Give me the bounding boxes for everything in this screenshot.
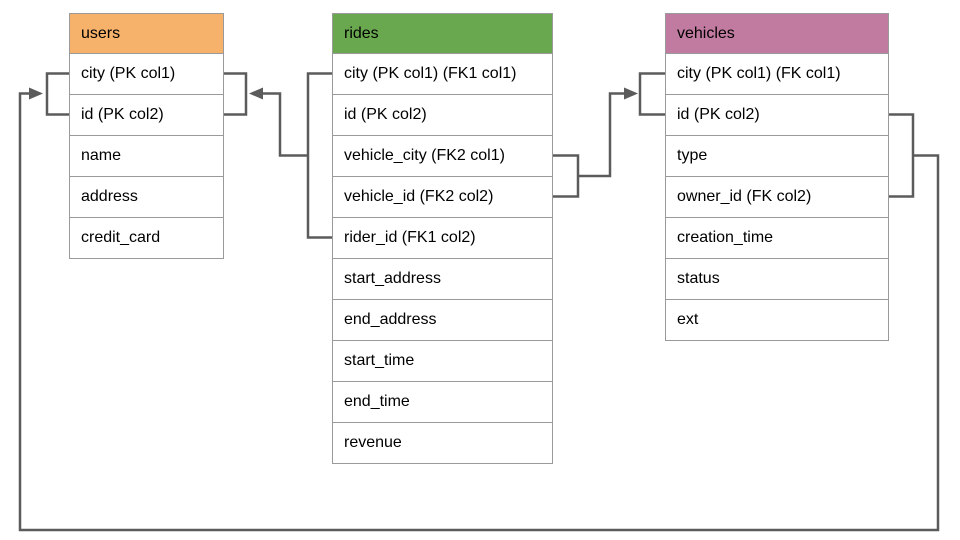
rides-to-users-arrow-line bbox=[261, 92, 308, 157]
rides-right-bracket bbox=[551, 154, 580, 198]
table-row: city (PK col1) (FK1 col1) bbox=[333, 53, 552, 94]
table-row: ext bbox=[666, 299, 888, 340]
table-row: end_time bbox=[333, 381, 552, 422]
table-row: status bbox=[666, 258, 888, 299]
table-row: start_address bbox=[333, 258, 552, 299]
table-row: id (PK col2) bbox=[70, 94, 223, 135]
rides-to-users-arrowhead-icon bbox=[249, 87, 263, 100]
table-row: city (PK col1) bbox=[70, 53, 223, 94]
table-row: type bbox=[666, 135, 888, 176]
table-row: address bbox=[70, 176, 223, 217]
vehicles-left-bracket bbox=[638, 72, 665, 116]
table-row: end_address bbox=[333, 299, 552, 340]
vehicles-to-users-arrow-line bbox=[18, 92, 940, 532]
table-row: id (PK col2) bbox=[666, 94, 888, 135]
table-row: city (PK col1) (FK col1) bbox=[666, 53, 888, 94]
table-row: vehicle_id (FK2 col2) bbox=[333, 176, 552, 217]
rides-to-vehicles-arrow-line bbox=[578, 92, 625, 178]
users-left-bracket bbox=[45, 72, 69, 116]
table-row: start_time bbox=[333, 340, 552, 381]
table-row: credit_card bbox=[70, 217, 223, 258]
table-header: rides bbox=[333, 14, 552, 53]
table-header: vehicles bbox=[666, 14, 888, 53]
vehicles-to-users-arrowhead-icon bbox=[29, 87, 43, 100]
rides-left-bracket bbox=[306, 72, 332, 239]
table-header: users bbox=[70, 14, 223, 53]
table-row: name bbox=[70, 135, 223, 176]
table-row: rider_id (FK1 col2) bbox=[333, 217, 552, 258]
table-row: revenue bbox=[333, 422, 552, 463]
vehicles-right-bracket bbox=[887, 113, 915, 198]
rides-to-vehicles-arrowhead-icon bbox=[624, 87, 638, 100]
table-row: vehicle_city (FK2 col1) bbox=[333, 135, 552, 176]
relationship-vehicles-to-users bbox=[18, 72, 940, 532]
table-row: id (PK col2) bbox=[333, 94, 552, 135]
table-row: creation_time bbox=[666, 217, 888, 258]
table-row: owner_id (FK col2) bbox=[666, 176, 888, 217]
relationship-rides-to-users bbox=[222, 72, 332, 239]
users-right-bracket bbox=[222, 72, 248, 116]
relationship-rides-to-vehicles bbox=[551, 72, 665, 198]
